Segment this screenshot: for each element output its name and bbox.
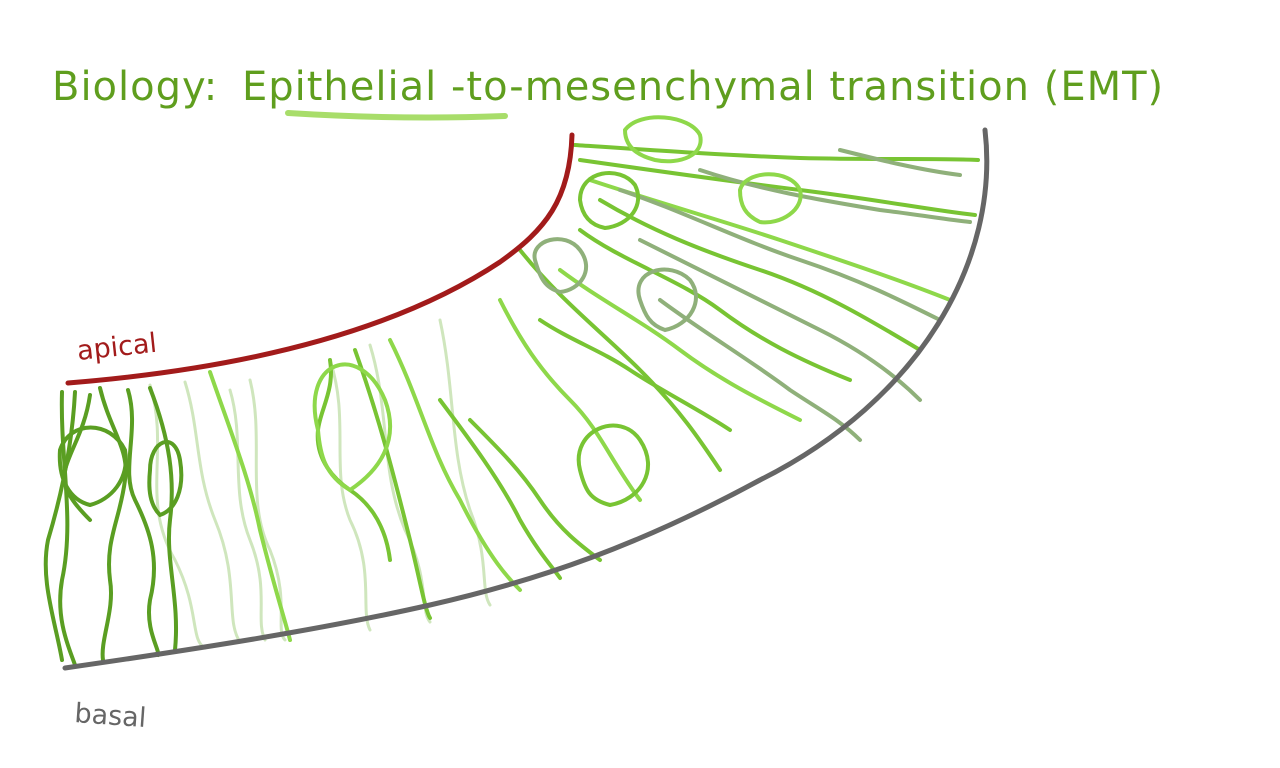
cell-body bbox=[636, 267, 698, 333]
mid-fiber bbox=[598, 198, 922, 352]
cell-body bbox=[57, 425, 128, 508]
gray-fiber bbox=[658, 298, 862, 442]
pale-fiber bbox=[228, 388, 267, 642]
pale-fiber bbox=[148, 383, 207, 650]
mid-fiber bbox=[578, 228, 852, 382]
cell-bodies bbox=[57, 115, 803, 518]
mid-fiber bbox=[538, 318, 732, 432]
basal-label: basal bbox=[74, 698, 148, 734]
gray-fiber bbox=[638, 238, 922, 402]
apical-boundary bbox=[65, 132, 575, 386]
title-suffix: -to-mesenchymal transition (EMT) bbox=[451, 64, 1164, 110]
cell-body bbox=[577, 171, 641, 231]
pale-fiber bbox=[328, 358, 372, 632]
mid-fiber bbox=[558, 268, 802, 422]
mid-fiber bbox=[208, 370, 292, 642]
cell-body bbox=[312, 362, 392, 493]
gray-fiber bbox=[838, 148, 962, 177]
title-highlight: Epithelial bbox=[242, 64, 437, 110]
title-underline bbox=[285, 110, 508, 121]
cell-fibers bbox=[43, 143, 980, 667]
mid-fiber bbox=[498, 298, 642, 502]
gray-fiber bbox=[698, 168, 972, 224]
mid-fiber bbox=[353, 348, 432, 620]
mid-fiber bbox=[573, 143, 980, 162]
dark-fiber bbox=[43, 390, 77, 662]
apical-label: apical bbox=[75, 328, 158, 367]
mid-fiber bbox=[438, 398, 562, 580]
gray-fiber bbox=[618, 188, 942, 322]
basal-boundary bbox=[62, 127, 990, 671]
mid-fiber bbox=[388, 338, 522, 592]
cell-body bbox=[576, 423, 651, 508]
cell-body bbox=[532, 237, 588, 295]
pale-fiber bbox=[248, 378, 287, 642]
cell-body bbox=[737, 172, 803, 225]
cell-body bbox=[622, 115, 703, 164]
title-prefix: Biology: bbox=[52, 64, 218, 110]
dark-fiber bbox=[62, 393, 92, 522]
dark-fiber bbox=[126, 388, 161, 657]
dark-fiber bbox=[148, 386, 179, 652]
mid-fiber bbox=[468, 418, 602, 562]
cell-body bbox=[147, 439, 184, 518]
diagram-title: Biology: Epithelial -to-mesenchymal tran… bbox=[52, 64, 1164, 110]
pale-fiber bbox=[438, 318, 492, 607]
pale-fiber bbox=[183, 380, 242, 644]
